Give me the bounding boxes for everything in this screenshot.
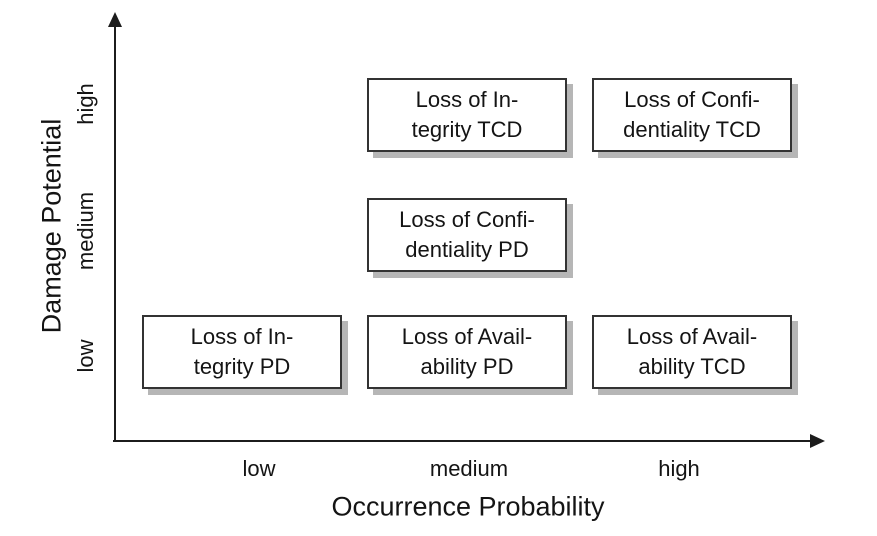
node-loss-of-integrity-pd: Loss of In- tegrity PD <box>142 315 342 389</box>
x-tick-low: low <box>242 456 276 481</box>
node-label-line: Loss of Avail- <box>401 324 533 349</box>
node-loss-of-confidentiality-tcd: Loss of Confi- dentiality TCD <box>592 78 792 152</box>
node-label-line: ability TCD <box>638 354 746 379</box>
y-tick-low: low <box>73 339 98 373</box>
y-axis-title: Damage Potential <box>36 118 67 334</box>
node-label-line: Loss of Confi- <box>624 87 760 112</box>
x-tick-medium: medium <box>429 456 509 481</box>
x-axis-line <box>113 440 813 442</box>
node-label-line: tegrity PD <box>193 354 291 379</box>
y-tick-high: high <box>73 83 98 125</box>
y-axis-line <box>114 24 116 442</box>
node-label-line: Loss of In- <box>190 324 294 349</box>
node-loss-of-availability-pd: Loss of Avail- ability PD <box>367 315 567 389</box>
node-label-line: Loss of In- <box>415 87 519 112</box>
node-label-line: dentiality PD <box>405 237 529 262</box>
node-label-line: Loss of Confi- <box>399 207 535 232</box>
node-loss-of-availability-tcd: Loss of Avail- ability TCD <box>592 315 792 389</box>
y-axis-arrowhead-icon <box>108 12 122 27</box>
x-tick-high: high <box>658 456 700 481</box>
node-loss-of-confidentiality-pd: Loss of Confi- dentiality PD <box>367 198 567 272</box>
x-axis-title: Occurrence Probability <box>331 491 605 522</box>
y-tick-medium: medium <box>73 191 98 271</box>
node-label-line: ability PD <box>420 354 514 379</box>
x-axis-arrowhead-icon <box>810 434 825 448</box>
node-label-line: Loss of Avail- <box>626 324 758 349</box>
node-loss-of-integrity-tcd: Loss of In- tegrity TCD <box>367 78 567 152</box>
node-label-line: dentiality TCD <box>623 117 761 142</box>
node-label-line: tegrity TCD <box>411 117 523 142</box>
